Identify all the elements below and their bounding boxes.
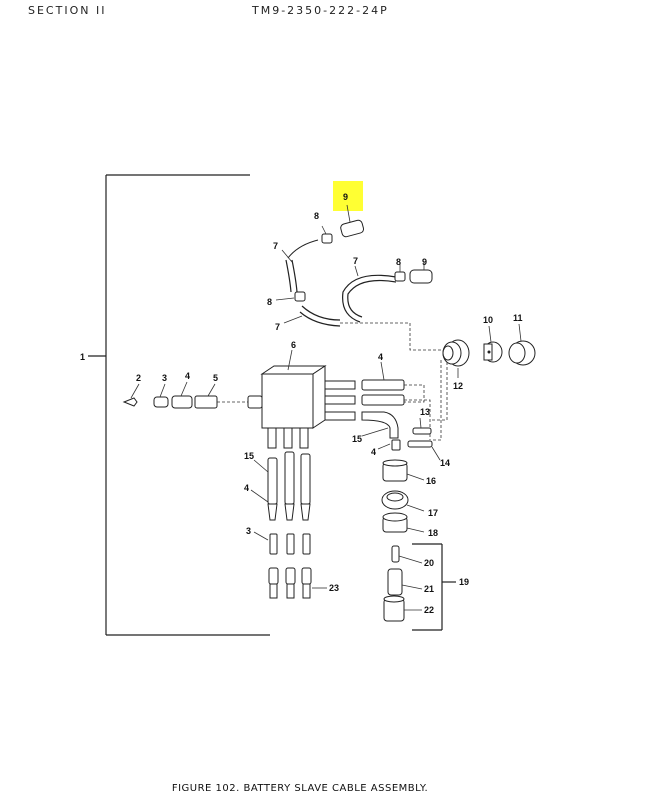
callout-4-left: 4	[244, 483, 249, 493]
callout-3: 3	[162, 373, 167, 383]
callout-12: 12	[453, 381, 463, 391]
callout-8-lower: 8	[267, 297, 272, 307]
assembly-bracket	[88, 174, 270, 636]
callout-22: 22	[424, 605, 434, 615]
callout-6: 6	[291, 340, 296, 350]
callout-7-right: 7	[353, 256, 358, 266]
callout-7-upper: 7	[273, 241, 278, 251]
callout-19: 19	[459, 577, 469, 587]
junction-box	[260, 349, 327, 429]
callout-18: 18	[428, 528, 438, 538]
callout-11: 11	[513, 313, 523, 323]
callout-7-lower: 7	[275, 322, 280, 332]
callout-10: 10	[483, 315, 493, 325]
callout-21: 21	[424, 584, 434, 594]
callout-1: 1	[80, 352, 85, 362]
callout-labels: 1 2 3 4 5 6 7 7 7 8 8 8 9 9 10 11 12 13 …	[80, 192, 523, 615]
pins	[407, 417, 441, 461]
section-label: SECTION II	[28, 4, 107, 17]
exploded-parts-diagram: 1 2 3 4 5 6 7 7 7 8 8 8 9 9 10 11 12 13 …	[80, 174, 536, 636]
callout-15-left: 15	[244, 451, 254, 461]
figure-caption-text: FIGURE 102. BATTERY SLAVE CABLE ASSEMBLY…	[171, 783, 429, 794]
callout-2: 2	[136, 373, 141, 383]
callout-13: 13	[420, 407, 430, 417]
cable-upper	[275, 204, 365, 327]
left-plug	[122, 381, 263, 409]
callout-15-mid: 15	[352, 434, 362, 444]
callout-8-upper: 8	[314, 211, 319, 221]
callout-9-highlighted: 9	[343, 192, 348, 202]
document-number: TM9-2350-222-24P	[252, 4, 389, 17]
callout-9-right: 9	[422, 257, 427, 267]
kit-bracket	[412, 543, 456, 631]
cable-right	[340, 262, 445, 351]
callout-4: 4	[185, 371, 190, 381]
callout-17: 17	[428, 508, 438, 518]
figure-caption: FIGURE 102. BATTERY SLAVE CABLE ASSEMBLY…	[0, 783, 600, 794]
callout-8-right: 8	[396, 257, 401, 267]
callout-20: 20	[424, 558, 434, 568]
callout-14: 14	[440, 458, 450, 468]
callout-16: 16	[426, 476, 436, 486]
box-right-leads	[324, 361, 431, 451]
box-bottom-leads	[250, 427, 327, 599]
right-stack	[381, 459, 425, 622]
callout-4-mid: 4	[378, 352, 383, 362]
connector-group	[431, 323, 536, 441]
callout-4-lower: 4	[371, 447, 376, 457]
callout-5: 5	[213, 373, 218, 383]
highlight-marker	[333, 181, 363, 211]
callout-3-left: 3	[246, 526, 251, 536]
callout-23: 23	[329, 583, 339, 593]
